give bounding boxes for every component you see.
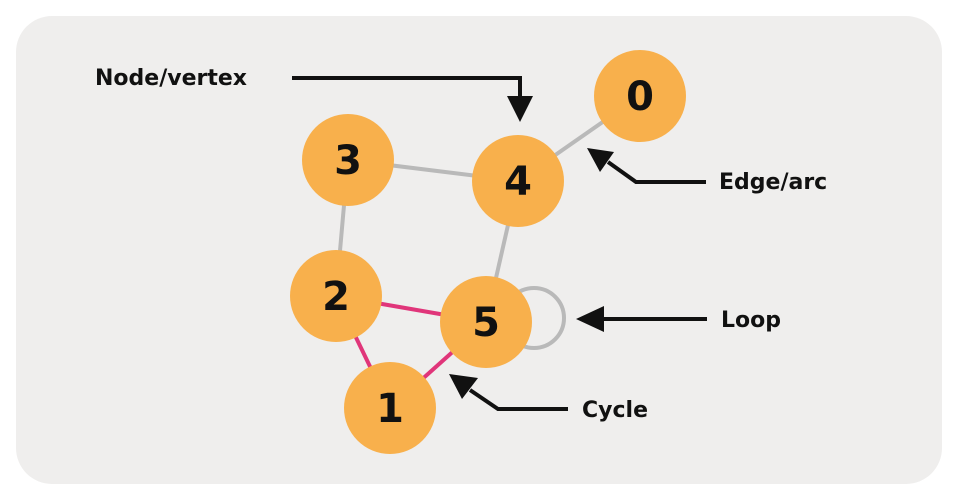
node-1: 1 xyxy=(344,362,436,454)
loop-label: Loop xyxy=(721,308,781,333)
node-label-5: 5 xyxy=(472,300,500,346)
loop-arrowhead xyxy=(576,306,604,332)
edge-arc-label: Edge/arc xyxy=(719,170,827,195)
node-circle-3 xyxy=(302,114,394,206)
node-circle-0 xyxy=(594,50,686,142)
node-0: 0 xyxy=(594,50,686,142)
node-vertex-label: Node/vertex xyxy=(95,66,247,91)
node-label-0: 0 xyxy=(626,74,654,120)
node-label-2: 2 xyxy=(322,274,350,320)
edge-arc-arrowhead xyxy=(587,148,614,172)
cycle-arrow-line xyxy=(468,388,568,411)
node-5: 5 xyxy=(440,276,532,368)
node-label-1: 1 xyxy=(376,386,404,432)
diagram-panel xyxy=(16,16,942,484)
node-vertex-arrowhead xyxy=(507,96,533,122)
cycle-label: Cycle xyxy=(582,398,648,423)
node-label-4: 4 xyxy=(504,159,532,205)
node-circle-2 xyxy=(290,250,382,342)
node-circle-5 xyxy=(440,276,532,368)
node-vertex-arrow-line xyxy=(292,76,522,96)
annotations: Node/vertex Edge/arc Loop Cycle xyxy=(95,66,827,423)
node-4: 4 xyxy=(472,135,564,227)
node-2: 2 xyxy=(290,250,382,342)
edge-arc-arrow-line xyxy=(606,160,706,184)
node-circle-1 xyxy=(344,362,436,454)
nodes-layer: 0 1 2 3 4 5 xyxy=(290,50,686,454)
cycle-arrowhead xyxy=(449,374,478,399)
node-3: 3 xyxy=(302,114,394,206)
node-label-3: 3 xyxy=(334,138,362,184)
node-circle-4 xyxy=(472,135,564,227)
